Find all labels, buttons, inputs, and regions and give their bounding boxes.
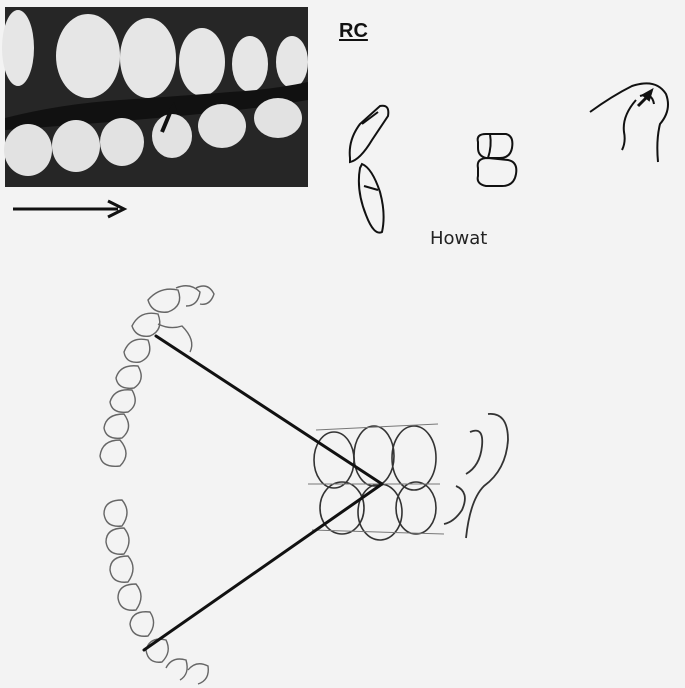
arch-angle-lines	[144, 336, 382, 650]
canine-sketch	[350, 106, 389, 233]
molar-sketch	[478, 134, 517, 186]
right-arrow-icon	[13, 201, 124, 217]
lip-sketch	[444, 414, 508, 538]
lower-arch-teeth	[104, 500, 208, 684]
incisor-sketch	[590, 83, 668, 162]
upper-arch-teeth	[100, 286, 214, 467]
occlusion-photo	[2, 7, 308, 187]
howat-label: Howat	[430, 228, 487, 249]
rc-label: RC	[339, 20, 368, 43]
